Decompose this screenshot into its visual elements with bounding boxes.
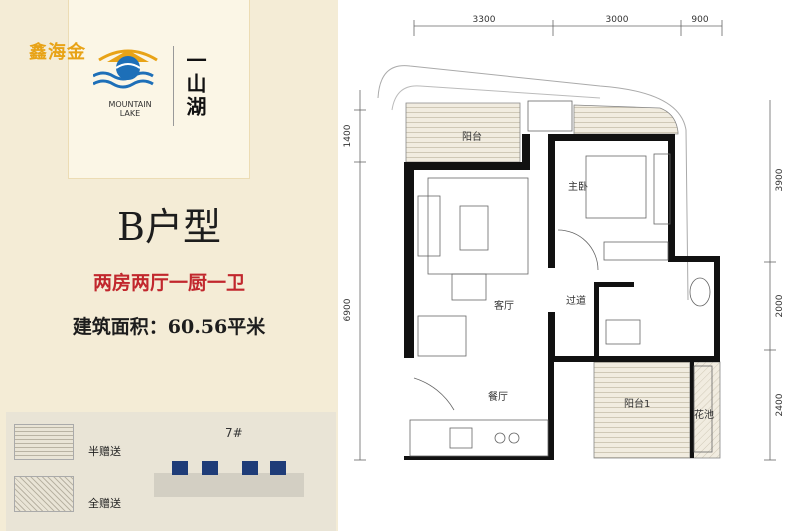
project-name-cn: 一山湖 bbox=[183, 50, 207, 119]
unit-type-title: B户型 bbox=[117, 205, 221, 249]
room-flower-bed: 花池 bbox=[694, 408, 714, 421]
full-gift-label: 全赠送 bbox=[88, 497, 121, 510]
dim-left-1: 1400 bbox=[343, 124, 353, 147]
dim-left-2: 6900 bbox=[343, 298, 353, 321]
building-key-plan bbox=[154, 461, 304, 497]
room-balcony-1: 阳台1 bbox=[624, 397, 650, 410]
dim-top-3: 900 bbox=[691, 15, 708, 25]
dim-right-2: 2000 bbox=[775, 294, 785, 317]
logo-divider bbox=[173, 46, 174, 126]
floor-area: 建筑面积：60.56平米 bbox=[72, 316, 266, 338]
room-corridor: 过道 bbox=[566, 294, 586, 307]
layout-description: 两房两厅一厨一卫 bbox=[92, 272, 245, 294]
project-name-en: MOUNTAIN LAKE bbox=[108, 100, 152, 118]
dim-top-1: 3300 bbox=[473, 15, 496, 25]
dim-top-2: 3000 bbox=[606, 15, 629, 25]
dim-right-1: 3900 bbox=[775, 168, 785, 191]
half-gift-label: 半赠送 bbox=[88, 445, 121, 458]
building-number: 7# bbox=[225, 426, 243, 440]
brand-name-cn: 鑫海金 bbox=[29, 42, 86, 63]
room-balcony: 阳台 bbox=[462, 130, 482, 143]
half-gift-swatch bbox=[14, 424, 74, 460]
room-master-bedroom: 主卧 bbox=[568, 180, 588, 193]
dim-right-3: 2400 bbox=[775, 393, 785, 416]
room-living: 客厅 bbox=[494, 299, 514, 312]
full-gift-swatch bbox=[14, 476, 74, 512]
logo-box: 鑫海金 MOUNTAIN LAKE 一山湖 bbox=[29, 0, 250, 179]
room-dining: 餐厅 bbox=[488, 390, 508, 403]
brand-logo-icon bbox=[93, 49, 158, 89]
